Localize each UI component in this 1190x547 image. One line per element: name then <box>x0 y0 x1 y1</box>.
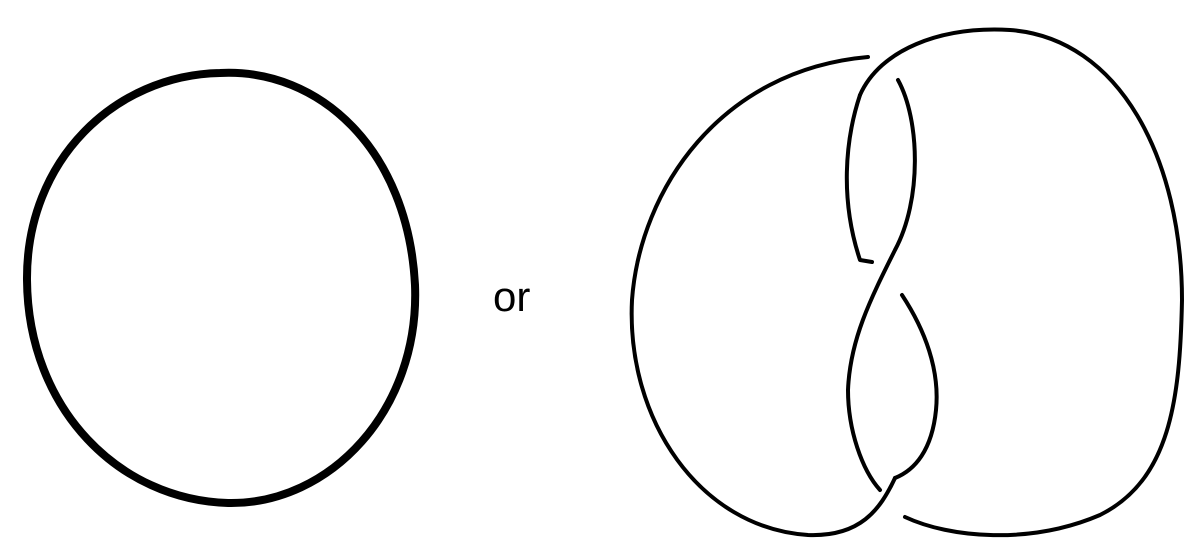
trefoil-strand-inner-left <box>847 95 872 262</box>
unknot-circle <box>27 73 415 503</box>
trefoil-knot <box>632 30 1182 536</box>
trefoil-strand-inner-upper <box>848 80 915 490</box>
connector-or-label: or <box>493 276 530 318</box>
trefoil-strand-outer-left <box>632 57 895 535</box>
unknot-circle-loop <box>27 73 415 503</box>
trefoil-strand-inner-lower <box>895 295 937 478</box>
